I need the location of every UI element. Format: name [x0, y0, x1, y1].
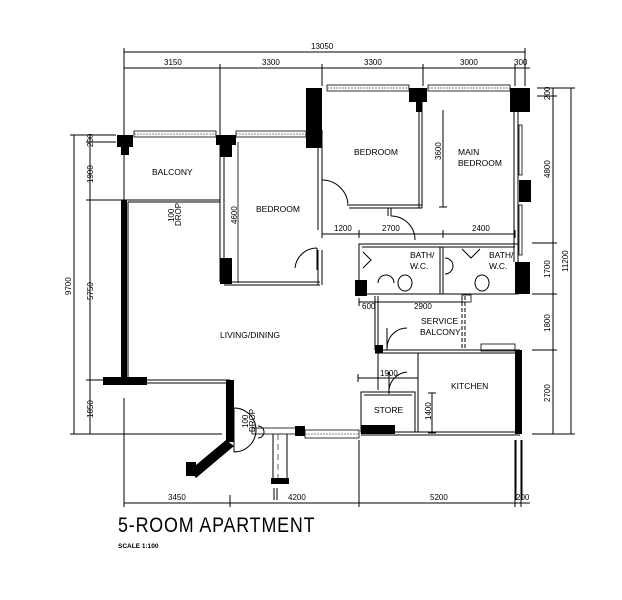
room-label-service-balcony-line2: BALCONY: [420, 327, 461, 337]
dim-left-2: 1900: [86, 165, 95, 183]
dim-bottom-1: 3450: [168, 493, 186, 502]
room-label-main-bedroom-line2: BEDROOM: [458, 158, 502, 168]
room-label-service-balcony-line1: SERVICE: [421, 316, 458, 326]
dim-bedroom-depth: 4600: [230, 206, 239, 224]
dim-top-5: 300: [514, 58, 528, 67]
room-label-bath-1-line1: BATH/: [410, 250, 435, 260]
room-label-bath-2-line1: BATH/: [489, 250, 514, 260]
dim-store-depth: 1400: [424, 402, 433, 420]
room-label-bedroom-1: BEDROOM: [256, 204, 300, 214]
dim-top-total: 13050: [311, 42, 334, 51]
dim-store-width: 1900: [380, 369, 398, 378]
drop-note-1-label: DROP: [174, 203, 183, 226]
dim-bottom-2: 4200: [288, 493, 306, 502]
dim-top-4: 3000: [460, 58, 478, 67]
plan-scale: SCALE 1:100: [118, 543, 159, 550]
dim-left-4: 1850: [86, 400, 95, 418]
dim-top-3: 3300: [364, 58, 382, 67]
dim-top-2: 3300: [262, 58, 280, 67]
plan-title: 5-ROOM APARTMENT: [118, 514, 316, 537]
dim-bottom-4: 200: [516, 493, 530, 502]
dim-right-1: 200: [543, 86, 552, 100]
room-label-bath-1-line2: W.C.: [410, 261, 428, 271]
dim-right-2: 4800: [543, 160, 552, 178]
dim-corridor-1200: 1200: [334, 224, 352, 233]
room-label-store: STORE: [374, 405, 403, 415]
dim-left-total: 9700: [64, 277, 73, 295]
dim-service-600: 600: [362, 302, 376, 311]
dim-top-1: 3150: [164, 58, 182, 67]
dim-right-total: 11200: [561, 250, 570, 272]
drop-note-1-value: 100: [167, 208, 176, 222]
dim-bottom-3: 5200: [430, 493, 448, 502]
room-label-balcony: BALCONY: [152, 167, 193, 177]
room-label-kitchen: KITCHEN: [451, 381, 488, 391]
room-label-bedroom-2: BEDROOM: [354, 147, 398, 157]
dim-left-3: 5750: [86, 282, 95, 300]
room-label-bath-2-line2: W.C.: [489, 261, 507, 271]
room-label-main-bedroom-line1: MAIN: [458, 147, 479, 157]
dim-main-bedroom-depth: 3600: [434, 142, 443, 160]
dim-corridor-2700: 2700: [382, 224, 400, 233]
dim-right-5: 2700: [543, 384, 552, 402]
room-label-living-dining: LIVING/DINING: [220, 330, 280, 340]
drop-note-2-value: 100: [241, 414, 250, 428]
drop-note-2-label: DROP: [248, 409, 257, 432]
dim-service-2900: 2900: [414, 302, 432, 311]
dim-right-3: 1700: [543, 260, 552, 278]
dim-corridor-2400: 2400: [472, 224, 490, 233]
dim-right-4: 1800: [543, 314, 552, 332]
dim-left-1: 200: [86, 133, 95, 147]
